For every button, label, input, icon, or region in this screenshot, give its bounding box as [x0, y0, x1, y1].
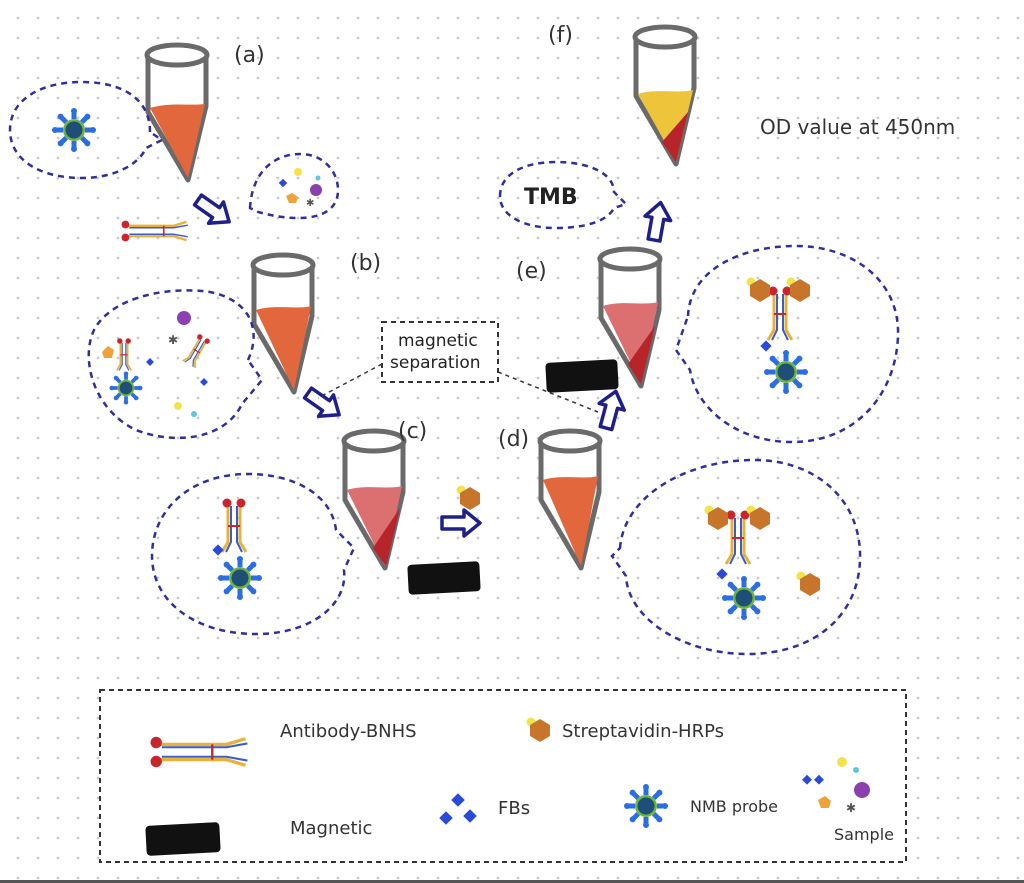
streptavidin-hrp-icon: [786, 277, 810, 302]
fbs-icon: [716, 568, 728, 580]
sample-icon: [174, 402, 182, 410]
nmb-probe-icon: [109, 371, 143, 405]
fbs-icon: [760, 340, 772, 352]
legend-nmb-probe-label: NMB probe: [690, 797, 778, 816]
bubble-c: [150, 472, 356, 636]
magnet-icon: [545, 359, 619, 393]
leader-line: [497, 371, 599, 413]
tube-a-icon: [144, 42, 210, 183]
streptavidin-hrp-icon: [456, 485, 480, 510]
antibody-icon: [724, 509, 752, 566]
bubble-e: [674, 244, 900, 444]
bubble-sample: [248, 152, 340, 220]
legend-box: [99, 689, 907, 863]
nmb-probe-icon: [218, 556, 262, 600]
step-label-e: (e): [516, 259, 547, 284]
nmb-probe-icon: [624, 784, 668, 828]
streptavidin-hrp-icon: [704, 505, 728, 530]
nmb-probe-icon: [722, 576, 766, 620]
step-label-b: (b): [350, 251, 381, 276]
step-label-c: (c): [398, 419, 427, 444]
tube-f-icon: [632, 24, 698, 167]
tube-d-icon: [537, 428, 603, 571]
nmb-probe-icon: [764, 350, 808, 394]
svg-text:✱: ✱: [846, 801, 856, 815]
sample-icon: ✱: [278, 168, 322, 209]
bottom-border: [0, 880, 1024, 883]
bubble-b: [87, 289, 264, 440]
bubble-a: [8, 80, 165, 180]
step-label-a: (a): [234, 43, 265, 68]
sample-icon: [102, 346, 114, 358]
arrow-icon: [440, 508, 482, 538]
legend-antibody-label: Antibody-BNHS: [280, 721, 417, 742]
od-value-label: OD value at 450nm: [760, 115, 955, 139]
arrow-icon: [591, 386, 631, 434]
leader-line: [317, 363, 383, 399]
tube-b-icon: [250, 252, 316, 395]
magnet-icon: [407, 561, 481, 595]
fbs-icon: [200, 378, 208, 386]
svg-text:✱: ✱: [306, 198, 314, 209]
legend-sample-label: Sample: [834, 825, 894, 844]
sample-icon: [177, 311, 191, 325]
bubble-tmb: [498, 160, 629, 230]
streptavidin-hrp-icon: [796, 571, 820, 596]
antibody-icon: [120, 219, 189, 243]
arrow-icon: [298, 380, 349, 428]
sample-icon: ✱: [168, 333, 178, 347]
antibody-icon: [181, 332, 212, 369]
antibody-icon: [766, 285, 794, 342]
sample-icon: ✱: [802, 757, 870, 815]
fbs-icon: [212, 544, 224, 556]
tmb-label: TMB: [524, 185, 578, 210]
magnetic-separation-line1: magnetic: [398, 331, 478, 351]
antibody-icon: [115, 337, 133, 372]
magnetic-separation-box: [381, 321, 499, 383]
legend-magnetic-label: Magnetic: [290, 818, 372, 839]
streptavidin-hrp-icon: [746, 277, 770, 302]
fbs-icon: [146, 358, 154, 366]
sample-icon: [191, 411, 197, 417]
nmb-probe-icon: [52, 108, 96, 152]
arrow-icon: [639, 198, 676, 245]
streptavidin-hrp-icon: [746, 505, 770, 530]
step-label-f: (f): [548, 23, 573, 48]
antibody-icon: [220, 497, 248, 554]
magnetic-separation-line2: separation: [390, 353, 481, 373]
tube-c-icon: [341, 428, 407, 571]
tube-e-icon: [597, 246, 663, 389]
legend-streptavidin-label: Streptavidin-HRPs: [562, 721, 724, 742]
step-label-d: (d): [498, 427, 529, 452]
arrow-icon: [188, 187, 239, 235]
bubble-d: [610, 458, 862, 656]
magnet-icon: [145, 822, 221, 856]
legend-fbs-label: FBs: [498, 798, 530, 819]
